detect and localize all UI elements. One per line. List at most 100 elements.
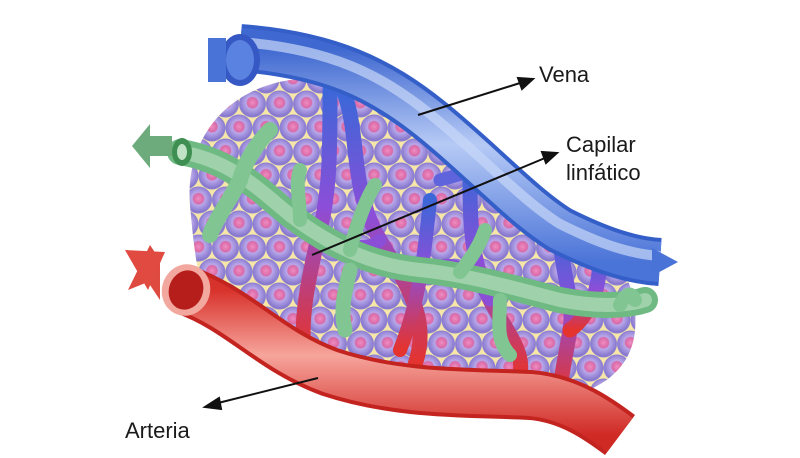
tissue-cell <box>387 162 415 190</box>
tissue-cell <box>630 79 636 94</box>
tissue-cell <box>360 306 388 334</box>
tissue-cell <box>645 331 671 357</box>
tissue-cell <box>509 90 536 118</box>
lymphatic-capillary <box>132 122 658 362</box>
tissue-cell <box>266 138 293 166</box>
tissue-cell <box>522 306 550 334</box>
tissue-cell <box>537 427 563 453</box>
capilar-linfatico-label: Capilar linfático <box>566 131 641 187</box>
tissue-cell <box>189 330 212 358</box>
tissue-cell <box>226 403 252 429</box>
tissue-cell <box>334 403 360 429</box>
tissue-cell <box>225 114 253 142</box>
tissue-cell <box>590 186 617 214</box>
tissue-cell <box>645 379 671 405</box>
tissue-cell <box>402 427 428 453</box>
tissue-cell <box>213 427 239 453</box>
tissue-cell <box>225 258 253 286</box>
tissue-cell <box>294 427 320 453</box>
tissue-cell <box>293 90 320 118</box>
tissue-cell <box>645 187 671 213</box>
tissue-cell <box>617 186 636 214</box>
tissue-cell <box>374 282 401 310</box>
capilar-label-line2: linfático <box>566 160 641 185</box>
tissue-cell <box>225 210 253 238</box>
tissue-cell <box>456 427 482 453</box>
tissue-cell <box>189 79 199 94</box>
tissue-cell <box>348 427 374 453</box>
capilar-leader-line <box>311 157 546 256</box>
tissue-cell <box>212 234 239 262</box>
arteria-label: Arteria <box>125 418 190 443</box>
tissue-cell <box>252 258 280 286</box>
tissue-cell <box>189 354 199 382</box>
tissue-cell <box>401 138 428 166</box>
tissue-cell <box>630 306 636 334</box>
tissue-cell <box>468 79 496 94</box>
tissue-cell <box>510 427 536 453</box>
tissue-cell <box>590 330 617 358</box>
tissue-cell <box>441 79 469 94</box>
tissue-cell <box>280 403 306 429</box>
tissue-cell <box>576 354 604 382</box>
tissue-cell <box>239 90 266 118</box>
tissue-cell <box>375 427 401 453</box>
tissue-cell <box>630 354 636 382</box>
tissue-cell <box>455 90 482 118</box>
tissue-cell <box>617 90 636 118</box>
tissue-cell <box>603 79 631 94</box>
tissue-cell <box>590 90 617 118</box>
tissue-cell <box>630 210 636 238</box>
arteria-arrowhead <box>202 396 223 411</box>
tissue-cell <box>428 330 455 358</box>
tissue-cell <box>495 114 523 142</box>
tissue-cell <box>360 114 388 142</box>
tissue-cell <box>455 330 482 358</box>
tissue-cell <box>645 427 671 453</box>
tissue-cell <box>645 139 671 165</box>
tissue-cell <box>189 186 212 214</box>
vena-label: Vena <box>539 62 590 87</box>
vena-leader-line <box>417 82 521 116</box>
tissue-cell <box>266 90 293 118</box>
capilar-label-line1: Capilar <box>566 132 636 157</box>
tissue-cell <box>522 114 550 142</box>
tissue-cell <box>509 138 536 166</box>
tissue-cell <box>240 427 266 453</box>
tissue-cell <box>267 427 293 453</box>
tissue-cell <box>429 427 455 453</box>
tissue-cell <box>279 114 307 142</box>
tissue-cell <box>266 282 293 310</box>
tissue-cell <box>536 90 563 118</box>
tissue-cell <box>266 234 293 262</box>
tissue-cell <box>509 234 536 262</box>
tissue-cell <box>617 378 636 403</box>
tissue-cell <box>603 354 631 382</box>
tissue-cell <box>441 306 469 334</box>
tissue-cell <box>189 378 212 403</box>
capilar-arrowhead <box>540 150 560 165</box>
tissue-cell <box>483 427 509 453</box>
tissue-cell <box>293 138 320 166</box>
tissue-cell <box>266 378 293 403</box>
tissue-cell <box>645 91 671 117</box>
tissue-cell <box>189 114 199 142</box>
tissue-cell <box>239 234 266 262</box>
tissue-cell <box>225 354 253 382</box>
tissue-cell <box>198 114 226 142</box>
tissue-cell <box>307 403 333 429</box>
tissue-cell <box>189 90 212 118</box>
vena-arrowhead <box>516 76 536 91</box>
tissue-cell <box>617 330 636 358</box>
vein <box>208 24 678 286</box>
artery <box>125 245 635 456</box>
tissue-cell <box>321 427 347 453</box>
tissue-cell <box>189 210 199 238</box>
tissue-cell <box>253 403 279 429</box>
tissue-cell <box>198 354 226 382</box>
tissue-cell <box>374 138 401 166</box>
tissue-cell <box>212 90 239 118</box>
tissue-cell <box>563 90 590 118</box>
